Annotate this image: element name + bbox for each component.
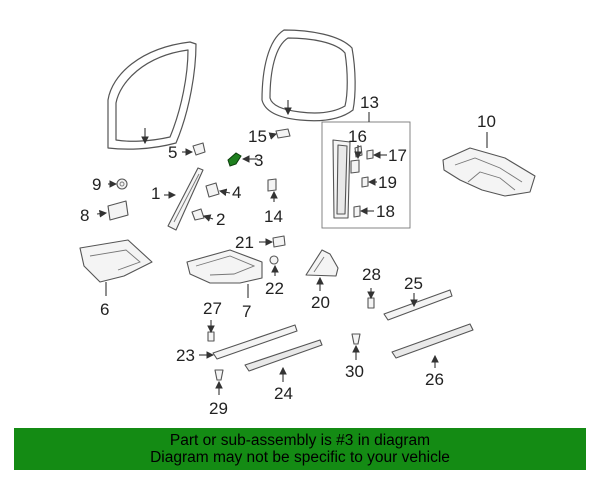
parts-diagram: 1 2 3 4 5 6 7 8 9 10 13 14 15 16 17 18 1…	[79, 29, 536, 418]
callout-29: 29	[209, 399, 228, 418]
callout-24: 24	[274, 384, 293, 403]
callout-13: 13	[360, 93, 379, 112]
front-right-floor-mat	[186, 249, 263, 298]
banner-line-part-number: Part or sub-assembly is #3 in diagram	[169, 432, 431, 449]
callout-21: 21	[235, 233, 254, 252]
c-pillar-trim	[305, 249, 339, 277]
callout-3: 3	[254, 151, 263, 170]
callout-6: 6	[100, 300, 109, 319]
rear-sill-plate	[383, 289, 474, 359]
callout-17: 17	[388, 146, 407, 165]
callout-30: 30	[345, 362, 364, 381]
callout-14: 14	[264, 207, 283, 226]
callout-26: 26	[425, 370, 444, 389]
callout-9: 9	[92, 175, 101, 194]
callout-4: 4	[232, 183, 241, 202]
callout-10: 10	[477, 112, 496, 131]
highlighted-part-3	[227, 152, 242, 167]
front-door-seal	[107, 41, 197, 150]
callout-20: 20	[311, 293, 330, 312]
rear-floor-carpet	[442, 147, 536, 197]
callout-23: 23	[176, 346, 195, 365]
front-sill-plate	[212, 324, 323, 372]
callout-16: 16	[348, 127, 367, 146]
callout-27: 27	[203, 299, 222, 318]
callout-15: 15	[248, 127, 267, 146]
callout-labels: 1 2 3 4 5 6 7 8 9 10 13 14 15 16 17 18 1…	[80, 93, 496, 418]
info-banner: Part or sub-assembly is #3 in diagram Di…	[14, 428, 586, 470]
callout-2: 2	[216, 210, 225, 229]
pillar-trim-group	[321, 121, 411, 229]
callout-1: 1	[151, 184, 160, 203]
callout-5: 5	[168, 143, 177, 162]
parts-diagram-svg: 1 2 3 4 5 6 7 8 9 10 13 14 15 16 17 18 1…	[79, 29, 536, 418]
callout-25: 25	[404, 274, 423, 293]
banner-line-disclaimer: Diagram may not be specific to your vehi…	[150, 449, 450, 466]
callout-7: 7	[242, 302, 251, 321]
leader-lines	[96, 112, 488, 395]
rear-door-seal	[261, 29, 356, 122]
callout-8: 8	[80, 206, 89, 225]
callout-19: 19	[378, 173, 397, 192]
a-pillar-trim	[167, 167, 204, 231]
front-left-floor-mat	[79, 239, 153, 296]
callout-18: 18	[376, 202, 395, 221]
callout-22: 22	[265, 279, 284, 298]
callout-28: 28	[362, 265, 381, 284]
